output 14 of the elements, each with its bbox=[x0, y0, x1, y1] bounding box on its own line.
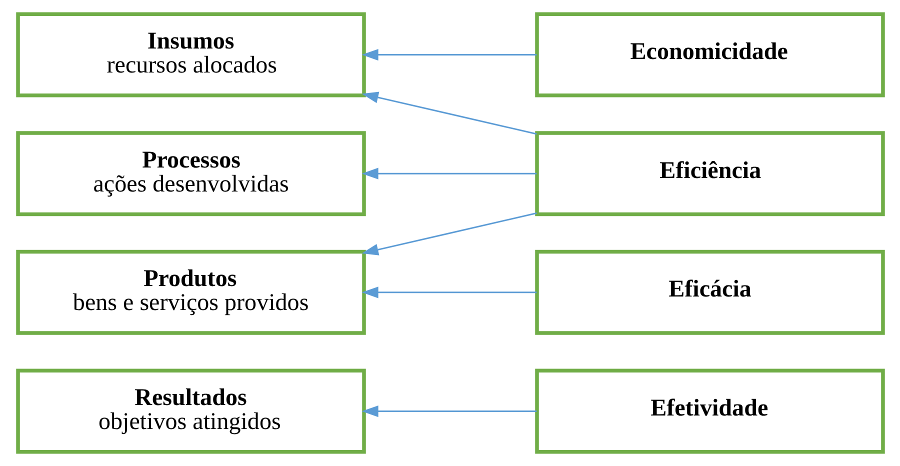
arrow bbox=[361, 168, 536, 180]
node-box: Eficiência bbox=[534, 131, 884, 216]
arrow bbox=[361, 48, 536, 61]
node-box: Resultados objetivos atingidos bbox=[16, 368, 366, 454]
arrow bbox=[361, 92, 536, 135]
node-box: Processos ações desenvolvidas bbox=[16, 131, 366, 216]
arrow bbox=[361, 212, 536, 256]
node-box: Insumos recursos alocados bbox=[16, 12, 366, 98]
node-box: Produtos bens e serviços providos bbox=[16, 250, 366, 335]
node-box: Eficácia bbox=[534, 250, 884, 335]
node-box: Efetividade bbox=[534, 368, 884, 454]
arrow bbox=[361, 286, 536, 298]
arrow bbox=[361, 405, 536, 418]
node-box: Economicidade bbox=[534, 12, 884, 98]
